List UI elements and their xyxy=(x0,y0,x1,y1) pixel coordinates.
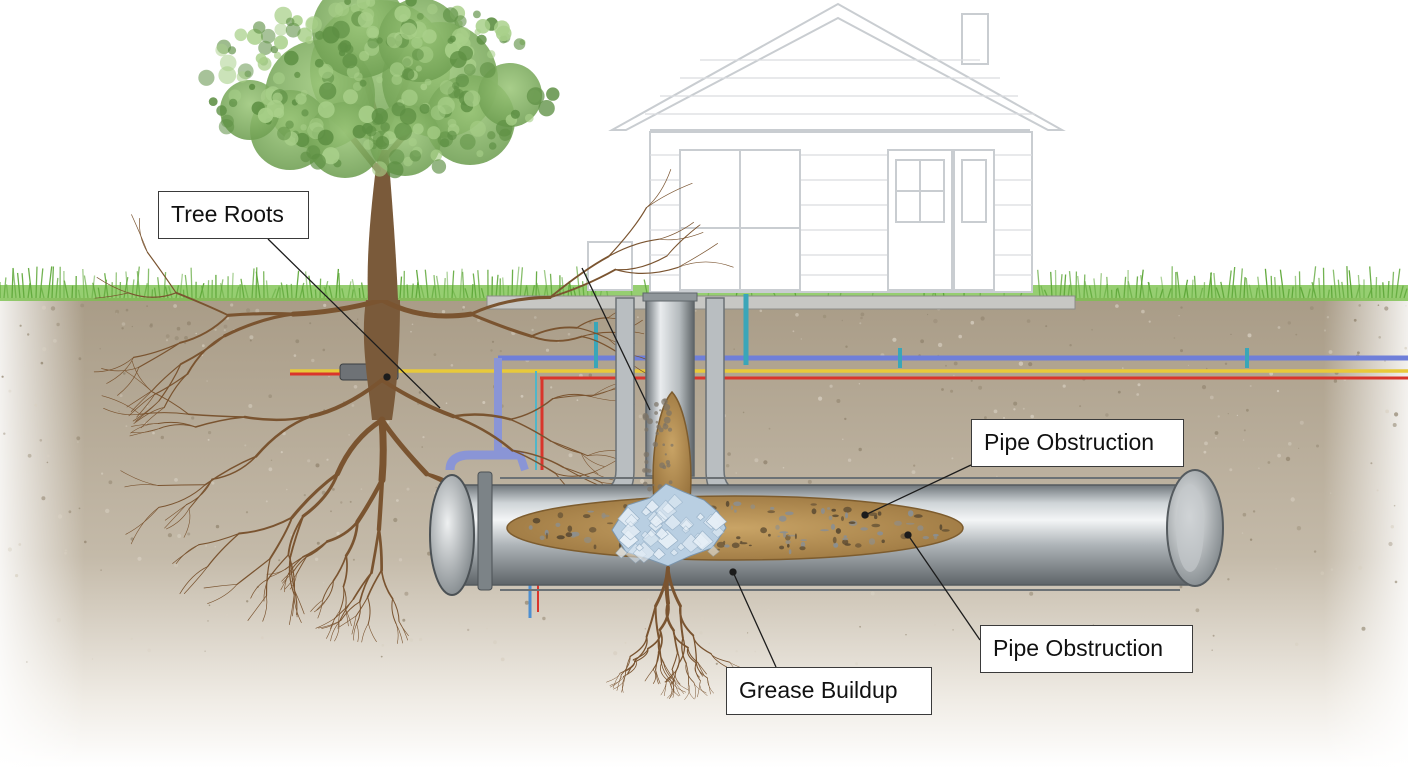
leader-tree-roots xyxy=(267,238,441,409)
leader-lines xyxy=(267,238,981,668)
leader-pipe-obstruction-lower xyxy=(907,534,981,641)
house-outline xyxy=(587,2,1066,293)
leader-stack xyxy=(581,267,651,411)
leader-grease-buildup xyxy=(732,571,777,668)
grease-mass xyxy=(611,483,728,567)
leader-pipe-obstruction-upper xyxy=(864,464,972,516)
intruding-roots xyxy=(606,566,745,700)
label-pipe-obstruction-upper: Pipe Obstruction xyxy=(971,419,1184,467)
foundation-slab xyxy=(486,295,1076,310)
tree-canopy xyxy=(198,0,560,179)
label-pipe-obstruction-lower: Pipe Obstruction xyxy=(980,625,1193,673)
label-grease-buildup: Grease Buildup xyxy=(726,667,932,715)
tree xyxy=(198,0,560,300)
label-tree-roots: Tree Roots xyxy=(158,191,309,239)
pipe-end-cap-left xyxy=(429,474,475,596)
